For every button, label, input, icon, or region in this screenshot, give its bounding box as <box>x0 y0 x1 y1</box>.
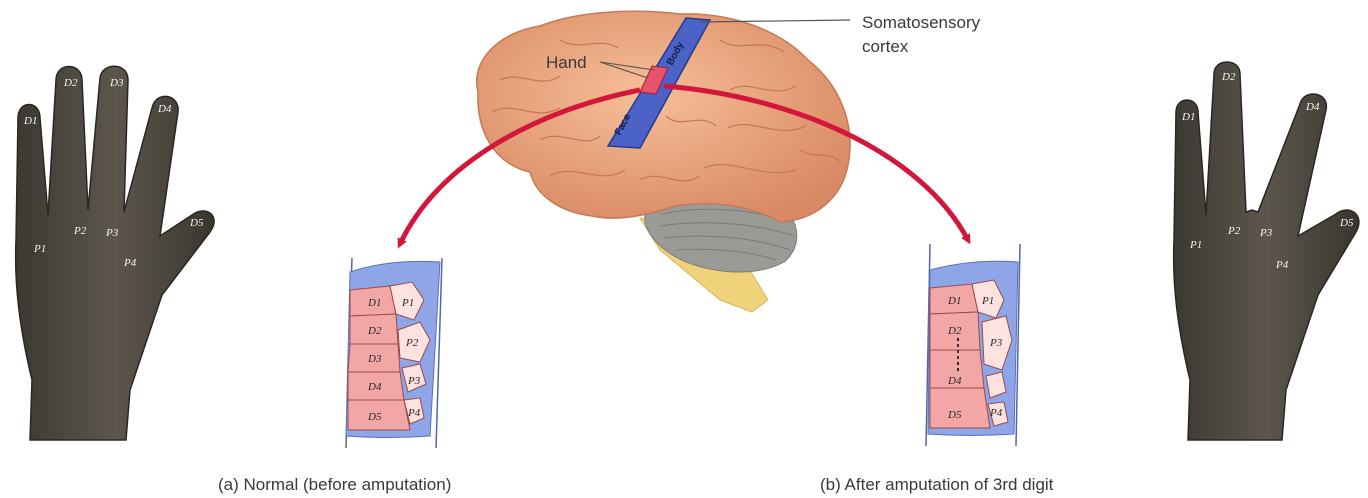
map-b-d5: D5 <box>947 409 962 421</box>
hand-label: Hand <box>546 53 587 72</box>
map-b-p3: P3 <box>989 337 1003 349</box>
map-b-p4: P4 <box>989 407 1003 419</box>
map-a-d3: D3 <box>367 353 382 365</box>
map-a-d5: D5 <box>367 411 382 423</box>
right-palm-p3: P3 <box>1259 227 1273 239</box>
somatosensory-label-line1: Somatosensory <box>862 13 981 32</box>
left-tip-d5: D5 <box>189 217 204 229</box>
brain: Face Body <box>477 11 850 312</box>
left-palm-p3: P3 <box>105 227 119 239</box>
map-b-d1: D1 <box>947 295 961 307</box>
map-a-d1: D1 <box>367 297 381 309</box>
cortical-map-normal: D1 D2 D3 D4 D5 P1 P2 P3 P4 <box>346 258 442 448</box>
cerebrum <box>477 11 850 222</box>
map-a-p3: P3 <box>407 375 421 387</box>
left-palm-p2: P2 <box>73 225 87 237</box>
caption-normal: (a) Normal (before amputation) <box>218 475 451 494</box>
left-tip-d1: D1 <box>23 115 37 127</box>
cortical-map-amputated: D1 D2 D4 D5 P1 P3 P4 <box>926 244 1020 446</box>
map-b-p1: P1 <box>981 295 994 307</box>
left-hand-normal: D1 D2 D3 D4 D5 P1 P2 P3 P4 <box>16 66 214 440</box>
left-palm-p4: P4 <box>123 257 137 269</box>
left-palm-p1: P1 <box>33 243 46 255</box>
right-palm-p1: P1 <box>1189 239 1202 251</box>
map-b-d4: D4 <box>947 375 962 387</box>
map-a-p4: P4 <box>407 407 421 419</box>
left-tip-d2: D2 <box>63 77 78 89</box>
somatosensory-label-line2: cortex <box>862 37 909 56</box>
left-tip-d4: D4 <box>157 103 172 115</box>
right-tip-d2: D2 <box>1221 71 1236 83</box>
right-hand-amputated: D1 D2 D4 D5 P1 P2 P3 P4 <box>1174 62 1359 440</box>
right-palm-p4: P4 <box>1275 259 1289 271</box>
map-b-d2: D2 <box>947 325 962 337</box>
map-a-p2: P2 <box>405 337 419 349</box>
right-tip-d4: D4 <box>1305 101 1320 113</box>
right-tip-d1: D1 <box>1181 111 1195 123</box>
right-palm-p2: P2 <box>1227 225 1241 237</box>
map-a-d2: D2 <box>367 325 382 337</box>
caption-after: (b) After amputation of 3rd digit <box>820 475 1054 494</box>
map-a-p1: P1 <box>401 297 414 309</box>
left-tip-d3: D3 <box>109 77 124 89</box>
map-a-d4: D4 <box>367 381 382 393</box>
right-tip-d5: D5 <box>1339 217 1354 229</box>
